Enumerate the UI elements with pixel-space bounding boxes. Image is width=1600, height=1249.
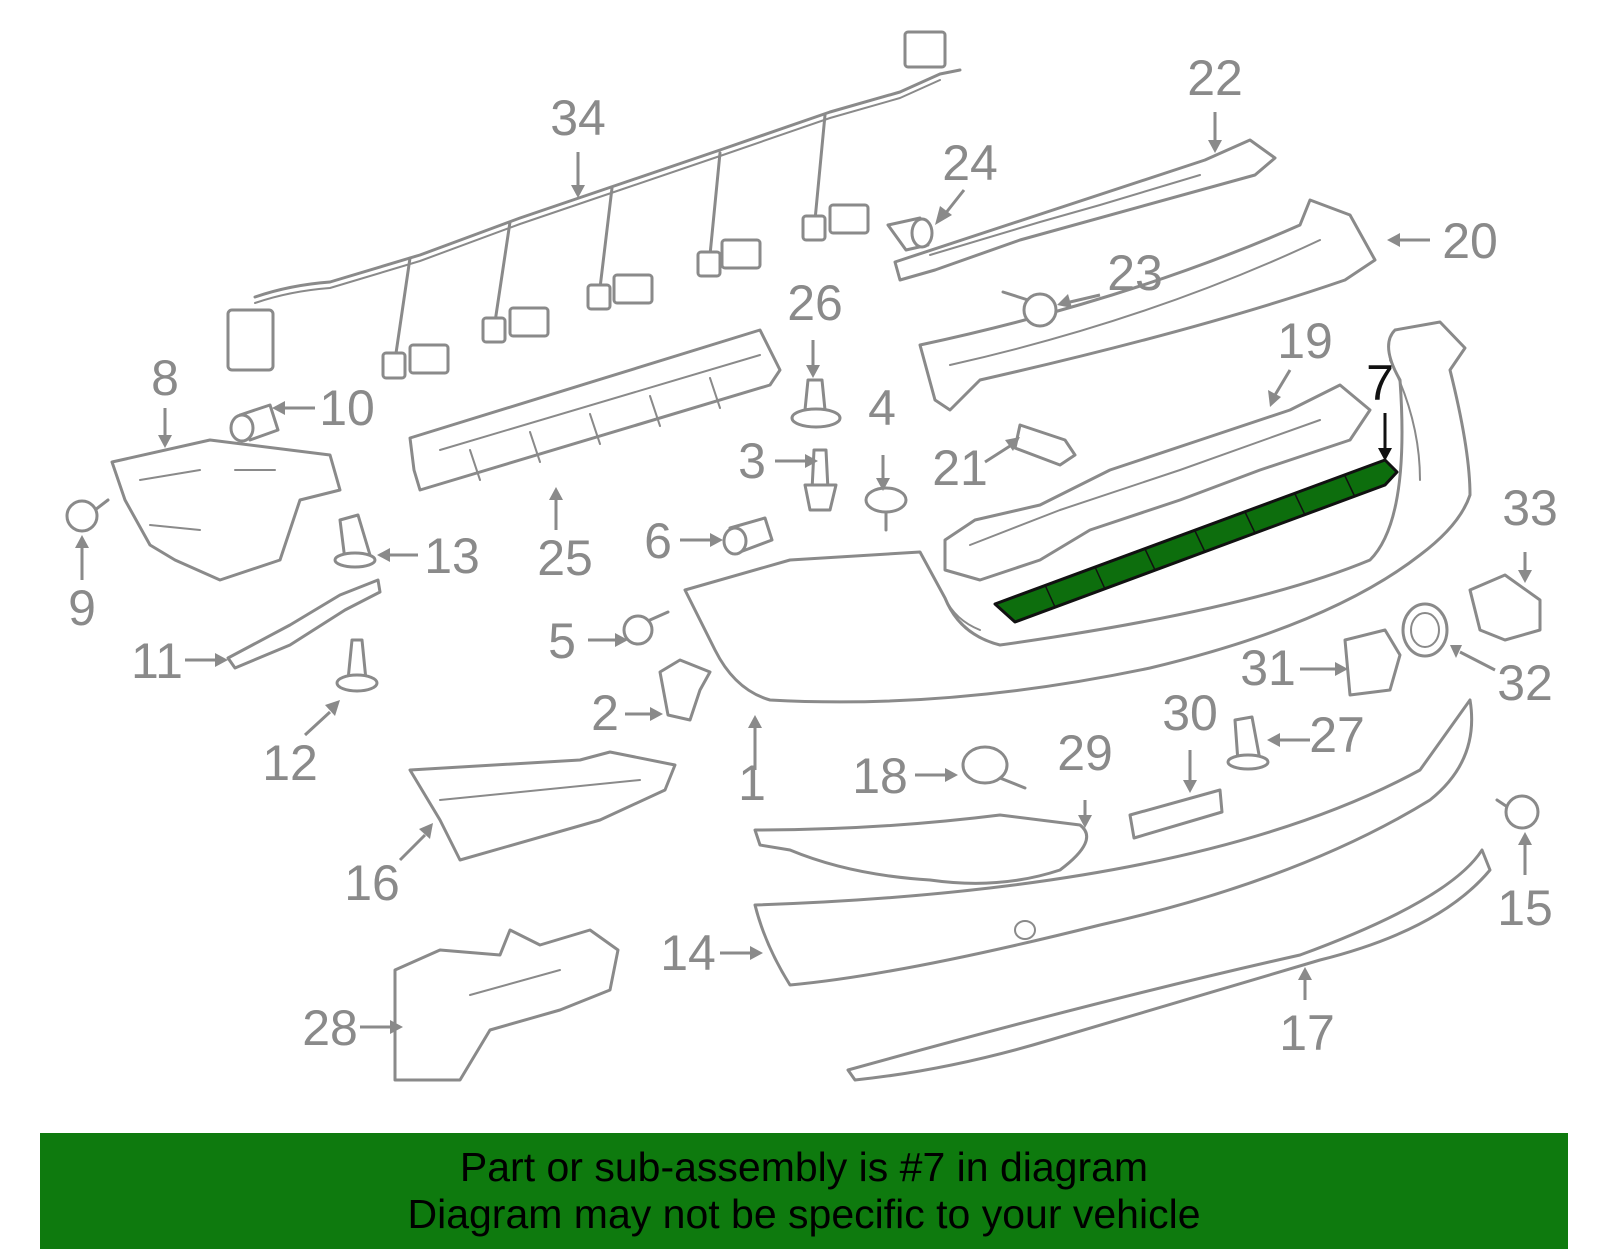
part-30-reflector[interactable] [1128, 788, 1224, 840]
part-24-grommet[interactable] [886, 216, 934, 252]
callout-17: 17 [1279, 1005, 1335, 1061]
callout-7: 7 [1366, 355, 1394, 411]
part-15-screw[interactable] [1495, 794, 1540, 830]
part-9-screw[interactable] [65, 498, 110, 533]
part-29-valance-trim[interactable] [753, 813, 1089, 885]
callout-21: 21 [932, 440, 988, 496]
callout-13: 13 [424, 528, 480, 584]
callout-20: 20 [1442, 213, 1498, 269]
part-12-screw[interactable] [335, 638, 379, 693]
part-23-bolt[interactable] [1001, 290, 1058, 328]
part-21-bolt[interactable] [1013, 423, 1077, 467]
part-22-upper-bracket[interactable] [893, 138, 1277, 282]
info-banner: Part or sub-assembly is #7 in diagram Di… [40, 1133, 1568, 1249]
callout-27: 27 [1309, 707, 1365, 763]
callout-4: 4 [868, 380, 896, 436]
part-26-push-pin[interactable] [790, 378, 842, 429]
callout-22: 22 [1187, 50, 1243, 106]
callout-26: 26 [787, 275, 843, 331]
callout-23: 23 [1107, 245, 1163, 301]
part-3-retainer-pin[interactable] [803, 448, 838, 512]
callout-1: 1 [738, 755, 766, 811]
callout-3: 3 [738, 433, 766, 489]
part-19-energy-absorber[interactable] [943, 383, 1372, 582]
part-14-lower-cover[interactable] [753, 698, 1474, 987]
banner-line-disclaimer: Diagram may not be specific to your vehi… [407, 1191, 1201, 1237]
callout-8: 8 [151, 350, 179, 406]
part-25-impact-bar[interactable] [408, 328, 782, 492]
part-8-side-bracket[interactable] [110, 438, 342, 582]
callout-30: 30 [1162, 685, 1218, 741]
part-33-sensor-holder[interactable] [1468, 573, 1542, 642]
callout-10: 10 [319, 380, 375, 436]
callout-24: 24 [942, 135, 998, 191]
callout-29: 29 [1057, 725, 1113, 781]
part-18-sensor[interactable] [961, 745, 1027, 790]
callout-18: 18 [852, 748, 908, 804]
part-34-wiring-harness[interactable] [226, 30, 962, 380]
part-28-bracket[interactable] [393, 928, 620, 1082]
banner-line-part-number: Part or sub-assembly is #7 in diagram [459, 1144, 1149, 1190]
callout-6: 6 [644, 513, 672, 569]
part-31-sensor[interactable] [1343, 628, 1402, 697]
callout-2: 2 [591, 685, 619, 741]
part-13-clip-nut[interactable] [333, 513, 377, 569]
callout-14: 14 [660, 925, 716, 981]
part-5-screw[interactable] [622, 610, 670, 646]
callout-16: 16 [344, 855, 400, 911]
part-27-clip-nut[interactable] [1226, 715, 1270, 771]
callout-33: 33 [1502, 480, 1558, 536]
callout-31: 31 [1240, 640, 1296, 696]
part-20-reinforcement-bar[interactable] [918, 198, 1377, 412]
part-16-bracket[interactable] [408, 750, 677, 862]
callout-11: 11 [131, 633, 183, 689]
callout-9: 9 [68, 580, 96, 636]
callout-15: 15 [1497, 880, 1553, 936]
callout-32: 32 [1497, 655, 1553, 711]
part-4-push-nut[interactable] [864, 486, 908, 532]
callout-numbers: 1 2 3 4 5 6 7 8 9 10 11 12 13 14 15 16 1… [68, 50, 1558, 1061]
part-6-grommet[interactable] [722, 516, 774, 556]
part-32-ring[interactable] [1401, 602, 1449, 658]
part-1-bumper-cover[interactable] [683, 320, 1472, 704]
callout-12: 12 [262, 735, 318, 791]
part-11-bracket[interactable] [226, 578, 382, 670]
callout-28: 28 [302, 1000, 358, 1056]
part-7-sill-plate-highlighted[interactable] [993, 458, 1399, 624]
part-2-clip[interactable] [658, 658, 712, 722]
part-10-grommet[interactable] [229, 403, 280, 443]
callout-34: 34 [550, 90, 606, 146]
callout-25: 25 [537, 530, 593, 586]
callout-5: 5 [548, 613, 576, 669]
callout-leaders [75, 112, 1532, 1034]
part-17-lower-trim[interactable] [846, 848, 1492, 1082]
callout-19: 19 [1277, 313, 1333, 369]
